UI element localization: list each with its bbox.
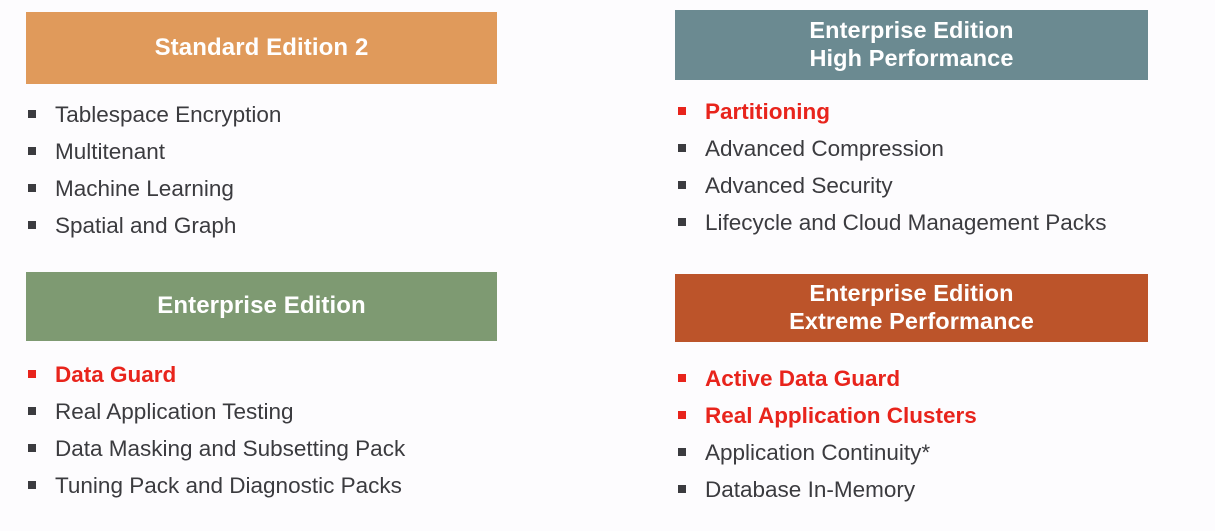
- square-bullet-icon: [678, 485, 686, 493]
- square-bullet-icon: [678, 448, 686, 456]
- panel-header-standard-edition-2: Standard Edition 2: [26, 12, 497, 84]
- list-item: Tablespace Encryption: [28, 96, 281, 133]
- feature-label: Database In-Memory: [705, 477, 916, 502]
- list-item: Multitenant: [28, 133, 281, 170]
- panel-header-line: Extreme Performance: [789, 308, 1034, 334]
- square-bullet-icon: [28, 184, 36, 192]
- feature-label: Partitioning: [705, 99, 830, 124]
- panel-header-enterprise-extreme-performance: Enterprise Edition Extreme Performance: [675, 274, 1148, 342]
- square-bullet-icon: [678, 374, 686, 382]
- panel-header-line: High Performance: [809, 45, 1014, 71]
- square-bullet-icon: [28, 370, 36, 378]
- list-item: Tuning Pack and Diagnostic Packs: [28, 467, 405, 504]
- panel-header-enterprise-high-performance: Enterprise Edition High Performance: [675, 10, 1148, 80]
- feature-label: Multitenant: [55, 139, 166, 164]
- feature-label: Lifecycle and Cloud Management Packs: [705, 210, 1107, 235]
- feature-label: Spatial and Graph: [55, 213, 237, 238]
- feature-list-enterprise-edition: Data Guard Real Application Testing Data…: [28, 356, 405, 504]
- list-item: Real Application Clusters: [678, 397, 977, 434]
- square-bullet-icon: [678, 411, 686, 419]
- panel-header-line: Enterprise Edition: [157, 292, 366, 320]
- list-item: Data Guard: [28, 356, 405, 393]
- list-item: Advanced Compression: [678, 130, 1106, 167]
- feature-label: Advanced Compression: [705, 136, 944, 161]
- list-item: Spatial and Graph: [28, 207, 281, 244]
- list-item: Machine Learning: [28, 170, 281, 207]
- square-bullet-icon: [678, 218, 686, 226]
- list-item: Application Continuity*: [678, 434, 977, 471]
- feature-label: Active Data Guard: [705, 366, 901, 391]
- list-item: Active Data Guard: [678, 360, 977, 397]
- square-bullet-icon: [28, 407, 36, 415]
- list-item: Advanced Security: [678, 167, 1106, 204]
- feature-list-enterprise-extreme-performance: Active Data Guard Real Application Clust…: [678, 360, 977, 508]
- list-item: Lifecycle and Cloud Management Packs: [678, 204, 1106, 241]
- feature-label: Tablespace Encryption: [55, 102, 282, 127]
- square-bullet-icon: [28, 221, 36, 229]
- panel-header-line: Standard Edition 2: [154, 33, 369, 61]
- list-item: Real Application Testing: [28, 393, 405, 430]
- square-bullet-icon: [678, 107, 686, 115]
- list-item: Partitioning: [678, 93, 1106, 130]
- panel-header-line: Enterprise Edition: [809, 280, 1014, 307]
- square-bullet-icon: [28, 444, 36, 452]
- feature-label: Application Continuity*: [705, 440, 931, 465]
- feature-list-standard-edition-2: Tablespace Encryption Multitenant Machin…: [28, 96, 281, 244]
- square-bullet-icon: [28, 147, 36, 155]
- panel-header-line: Enterprise Edition: [809, 17, 1014, 44]
- feature-label: Real Application Clusters: [705, 403, 977, 428]
- list-item: Database In-Memory: [678, 471, 977, 508]
- panel-header-enterprise-edition: Enterprise Edition: [26, 272, 497, 341]
- feature-list-enterprise-high-performance: Partitioning Advanced Compression Advanc…: [678, 93, 1106, 241]
- square-bullet-icon: [28, 110, 36, 118]
- feature-label: Real Application Testing: [55, 399, 294, 424]
- square-bullet-icon: [28, 481, 36, 489]
- square-bullet-icon: [678, 144, 686, 152]
- feature-label: Machine Learning: [55, 176, 234, 201]
- list-item: Data Masking and Subsetting Pack: [28, 430, 405, 467]
- feature-label: Data Masking and Subsetting Pack: [55, 436, 406, 461]
- feature-label: Tuning Pack and Diagnostic Packs: [55, 473, 402, 498]
- feature-label: Data Guard: [55, 362, 177, 387]
- feature-label: Advanced Security: [705, 173, 893, 198]
- square-bullet-icon: [678, 181, 686, 189]
